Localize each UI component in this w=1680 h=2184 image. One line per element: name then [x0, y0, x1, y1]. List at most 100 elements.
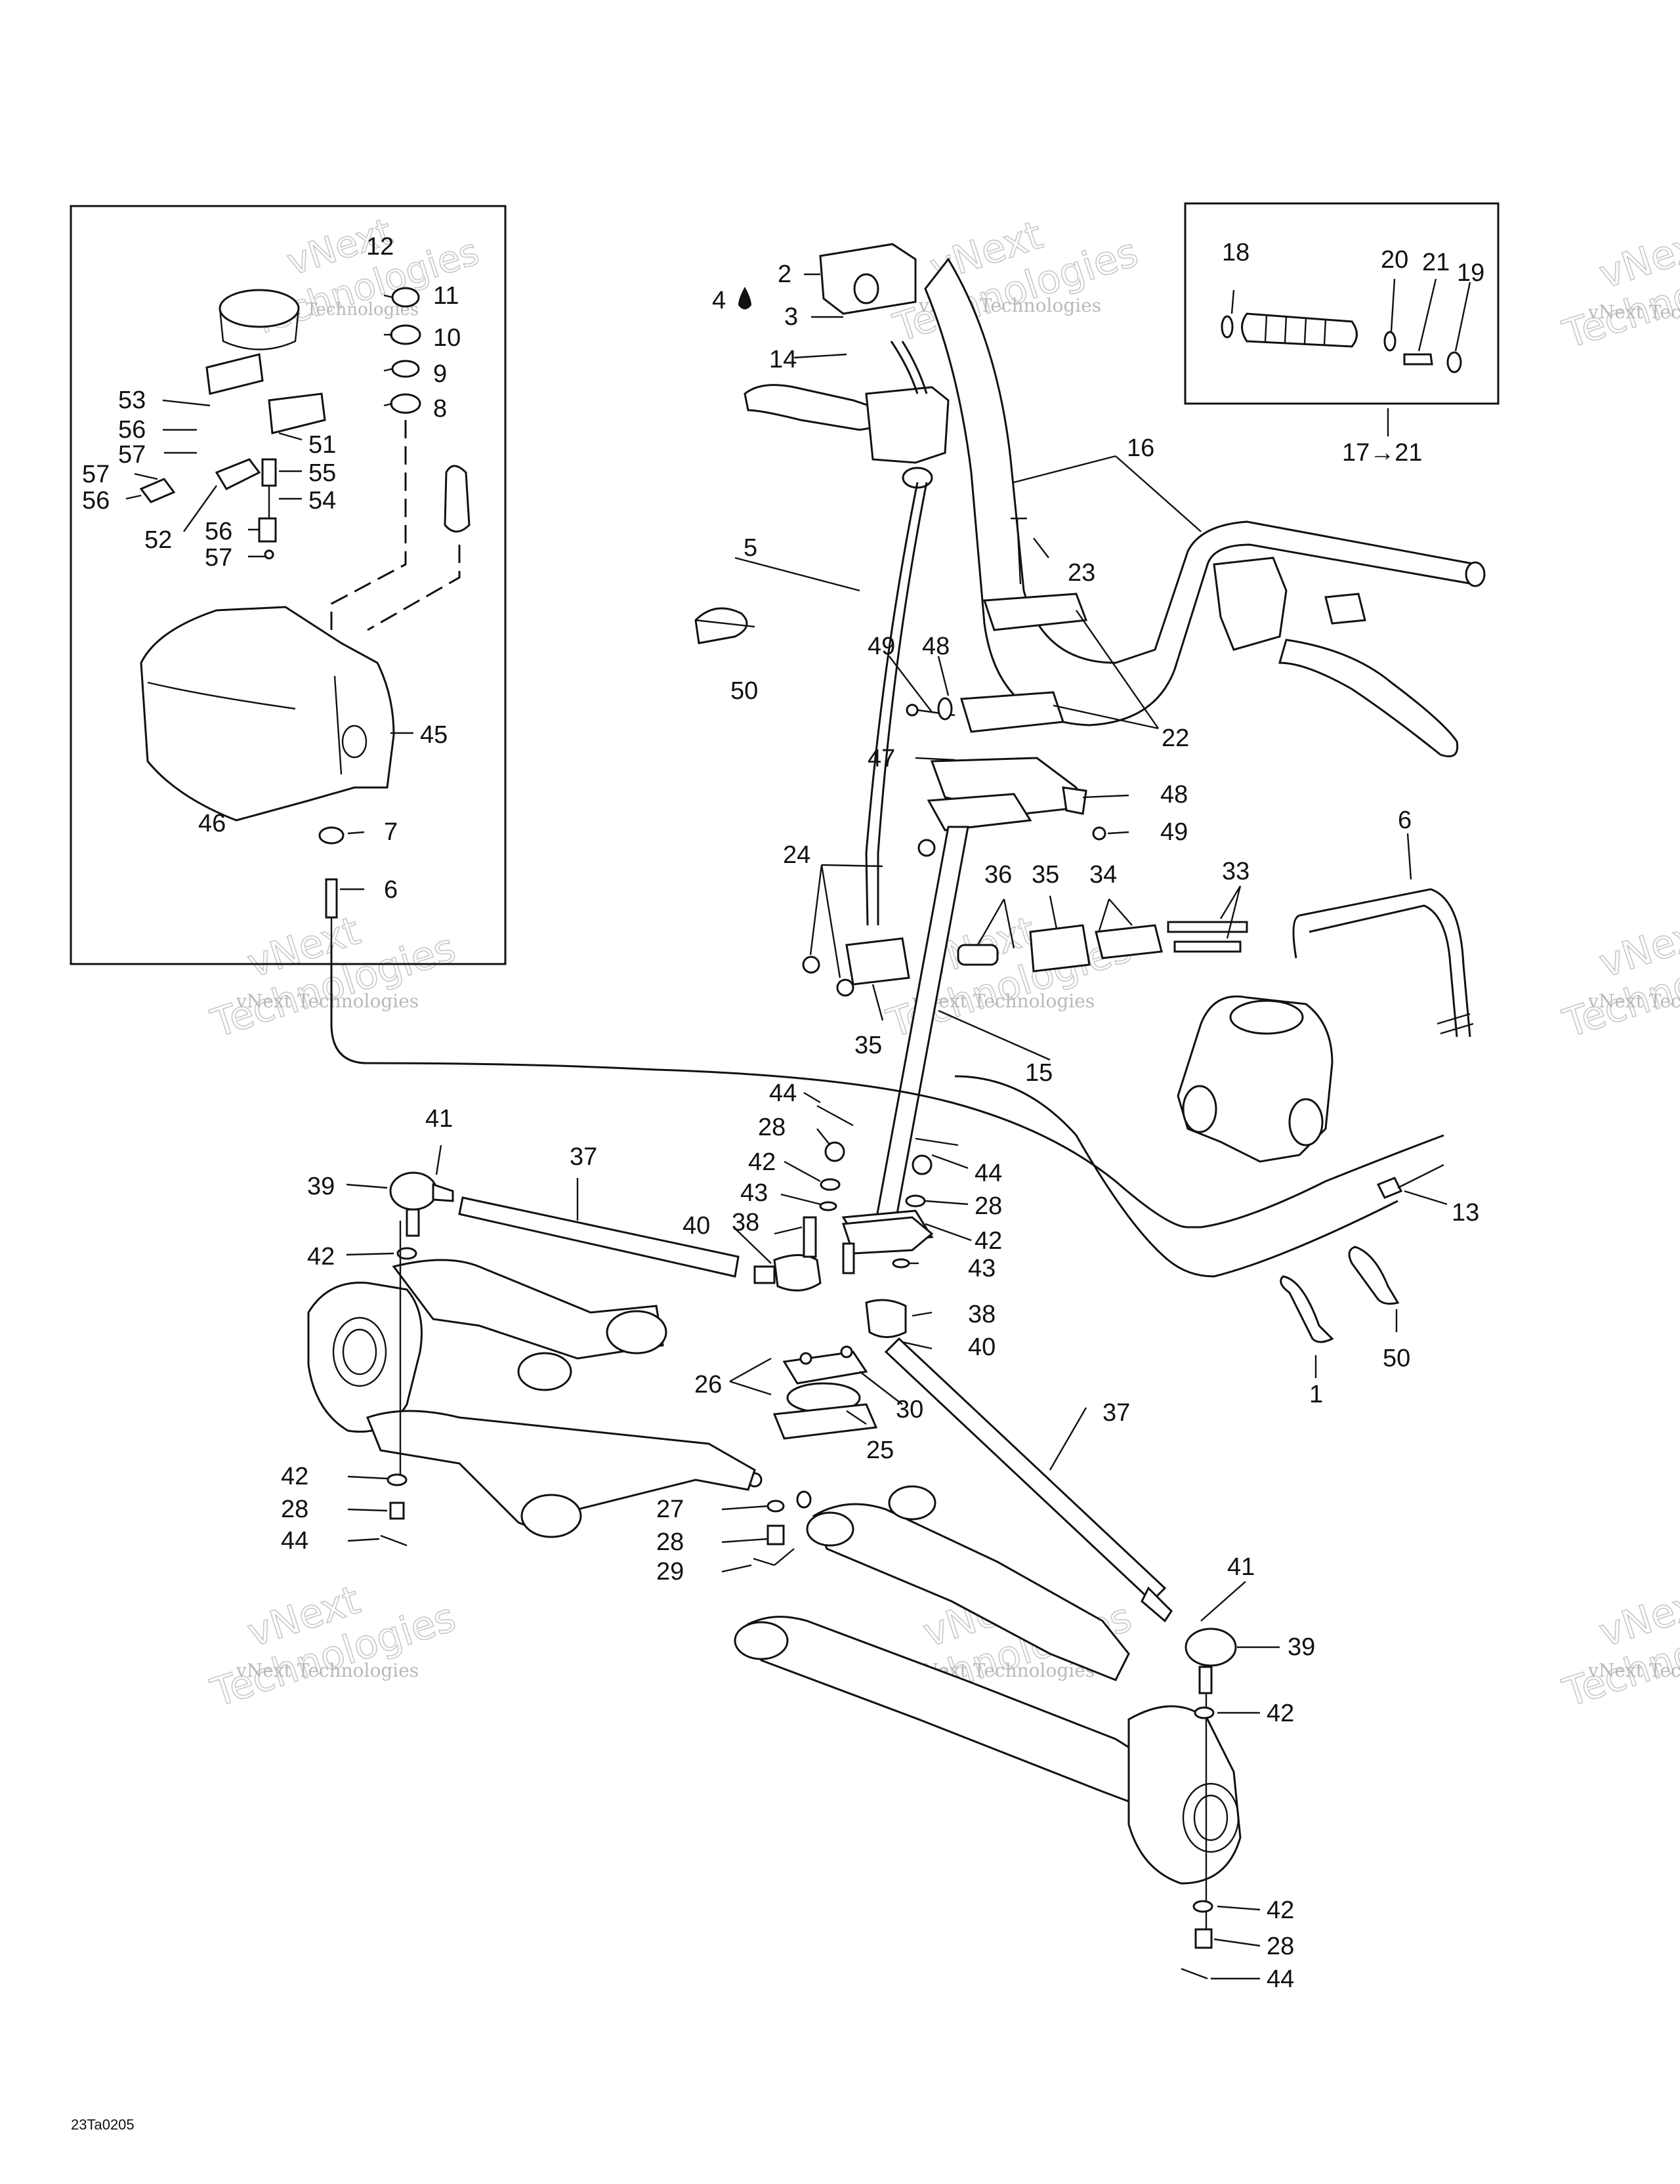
- label-9: 9: [433, 360, 447, 388]
- label-50a: 50: [730, 677, 758, 705]
- ball-joint-39-left: [389, 1171, 438, 1211]
- label-39b: 39: [1288, 1633, 1315, 1661]
- lower-a-arm-right: [747, 1616, 1169, 1813]
- cable-clip-1: [1280, 1275, 1334, 1343]
- brake-lever-left: [744, 384, 881, 431]
- label-45: 45: [420, 721, 448, 749]
- label-5: 5: [744, 534, 757, 562]
- label-37a: 37: [570, 1143, 597, 1171]
- label-48a: 48: [922, 633, 950, 660]
- label-38a: 38: [732, 1209, 759, 1236]
- label-56b: 56: [82, 487, 110, 514]
- cable-clip-50-bottom: [1348, 1246, 1400, 1305]
- label-44d: 44: [1267, 1965, 1294, 1993]
- label-57c: 57: [205, 544, 232, 572]
- clamp-22-bottom: [960, 691, 1065, 733]
- label-52: 52: [144, 526, 172, 554]
- cable-clip-50-top: [694, 607, 748, 644]
- label-19: 19: [1457, 259, 1484, 287]
- label-44c: 44: [281, 1527, 308, 1555]
- label-23: 23: [1068, 559, 1095, 587]
- label-42c: 42: [307, 1243, 335, 1270]
- label-36: 36: [984, 861, 1012, 889]
- label-14: 14: [769, 346, 797, 373]
- spring-part: [205, 353, 264, 395]
- nut-24-a: [802, 956, 820, 974]
- label-6-main: 6: [1398, 807, 1412, 834]
- label-55: 55: [308, 459, 336, 487]
- label-47: 47: [868, 745, 895, 772]
- label-56a: 56: [118, 416, 146, 444]
- watermark-9: vNext Technologies vNext Technologies: [1557, 1576, 1680, 1717]
- label-16: 16: [1127, 434, 1154, 462]
- label-42e: 42: [1267, 1700, 1294, 1727]
- switch-56c: [258, 517, 277, 543]
- nut-24-b: [836, 978, 854, 997]
- watermark-8: vNext Technologies vNext Technologies: [1557, 907, 1680, 1047]
- label-24: 24: [783, 841, 810, 869]
- label-51: 51: [308, 431, 336, 459]
- label-22: 22: [1162, 724, 1189, 752]
- throttle-housing-right: [1213, 556, 1288, 651]
- lever-55: [261, 458, 277, 487]
- tie-rod-37-upper: [458, 1196, 740, 1278]
- label-6-inset: 6: [384, 876, 398, 904]
- throttle-cable-6: [330, 945, 1444, 1228]
- svg-text:vNext Technologies: vNext Technologies: [1587, 1660, 1680, 1681]
- label-49b: 49: [1160, 818, 1188, 846]
- inset-right-frame: [1184, 202, 1500, 405]
- label-53: 53: [118, 387, 146, 414]
- inset-grip: 18 20 21 19 17→21: [1184, 202, 1500, 467]
- bushing-36: [957, 944, 999, 966]
- label-28a: 28: [758, 1114, 786, 1141]
- watermark-5: vNext Technologies vNext Technologies: [205, 1576, 461, 1717]
- label-42f: 42: [1267, 1897, 1294, 1924]
- label-28c: 28: [656, 1528, 684, 1556]
- right-suspension: 42 42 28 44: [734, 1485, 1294, 1993]
- label-2: 2: [778, 261, 791, 288]
- label-44b: 44: [975, 1160, 1002, 1187]
- svg-text:vNext Technologies: vNext Technologies: [912, 990, 1095, 1012]
- label-10: 10: [433, 324, 461, 352]
- label-13: 13: [1452, 1199, 1479, 1227]
- label-30: 30: [896, 1396, 923, 1423]
- label-42b: 42: [975, 1227, 1002, 1255]
- label-4: 4: [712, 287, 726, 314]
- left-suspension: 42 28 44: [281, 1221, 756, 1555]
- bolt-33: [1167, 921, 1248, 933]
- label-26: 26: [694, 1371, 722, 1398]
- label-11: 11: [433, 282, 459, 310]
- housing-cover: [140, 606, 395, 822]
- inset-left-frame: [70, 205, 507, 965]
- label-40b: 40: [968, 1334, 996, 1361]
- nut-24-top: [917, 839, 936, 857]
- steering-column: 47 48 49 24 36 35 34 33 35 15: [783, 745, 1250, 1245]
- bolt-23: [1011, 517, 1027, 585]
- label-40a: 40: [682, 1212, 710, 1240]
- bearing-plate-26: [782, 1351, 868, 1385]
- screw-21: [1403, 353, 1433, 366]
- cable-fitting: [444, 465, 471, 533]
- label-57b: 57: [82, 461, 110, 488]
- label-25: 25: [866, 1437, 894, 1464]
- knuckle-left: [307, 1282, 423, 1433]
- upper-a-arm-left: [392, 1259, 664, 1360]
- svg-text:vNext Technologies: vNext Technologies: [236, 990, 419, 1012]
- part-6-cable-end: [325, 878, 338, 919]
- bearing-block-35-left: [845, 937, 910, 986]
- label-42a: 42: [748, 1148, 776, 1176]
- inset-throttle-housing: 12 11 10 9 8 53 56 57 51 57 55 56 54 52 …: [70, 205, 507, 965]
- label-54: 54: [308, 487, 336, 514]
- part-10: [390, 324, 421, 345]
- label-49a: 49: [868, 633, 895, 660]
- part-8: [390, 393, 421, 414]
- label-27: 27: [656, 1496, 684, 1523]
- label-20: 20: [1381, 246, 1408, 274]
- label-37b: 37: [1102, 1399, 1130, 1427]
- knuckle-right: [1127, 1705, 1242, 1885]
- lever-52: [215, 458, 261, 490]
- brake-lever-right: [1278, 639, 1459, 757]
- label-12: 12: [366, 233, 394, 261]
- label-33: 33: [1222, 858, 1250, 885]
- brake-cable-5: [865, 341, 919, 926]
